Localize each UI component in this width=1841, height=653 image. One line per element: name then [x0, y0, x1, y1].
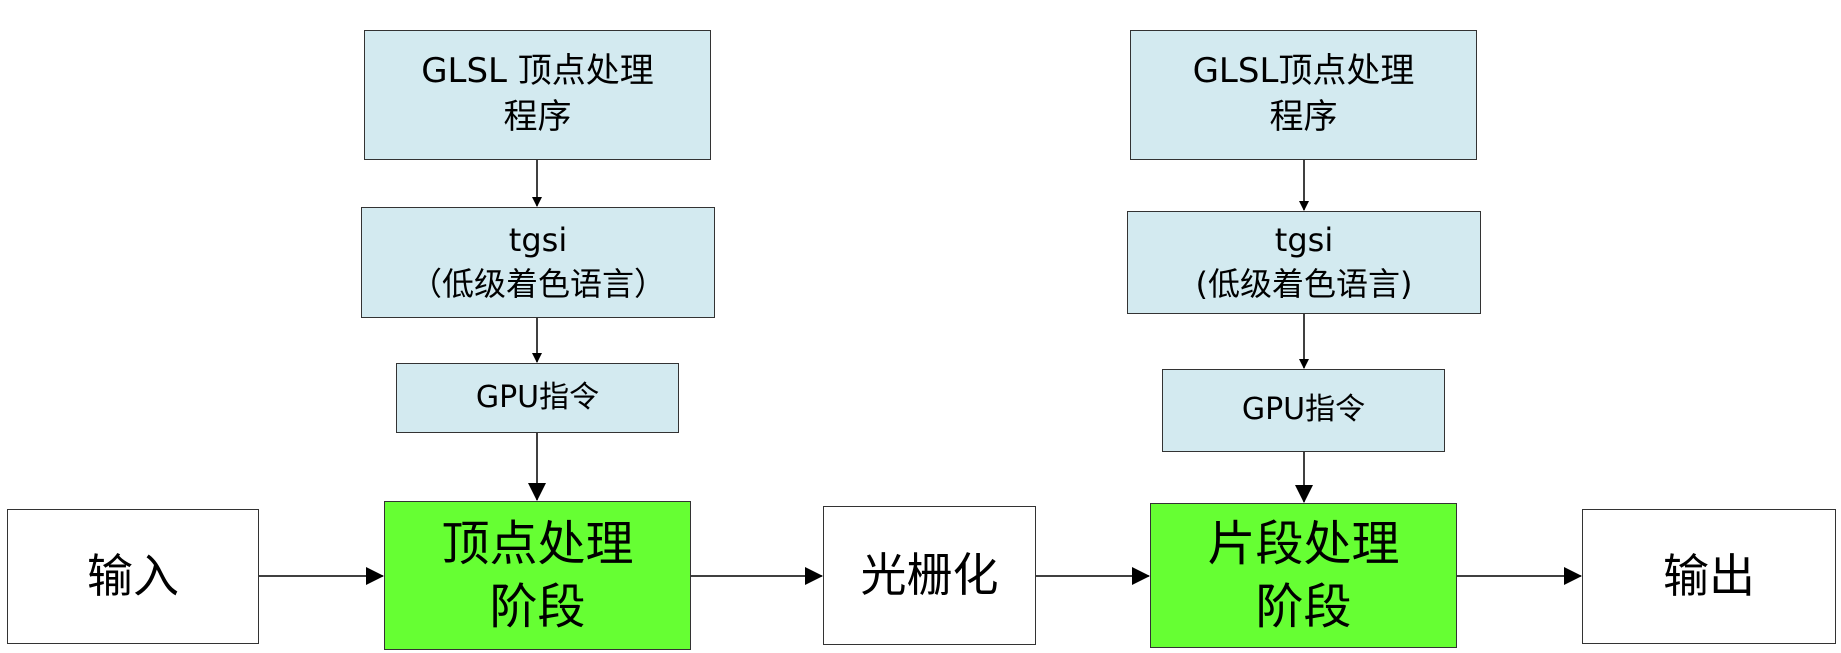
box-text-line: 光栅化: [860, 548, 999, 603]
output-box: 输出: [1582, 509, 1836, 644]
glsl-vertex-program-box-right: GLSL顶点处理 程序: [1130, 30, 1477, 160]
box-text-line: tgsi: [1274, 221, 1334, 260]
box-text-line: (低级着色语言): [1195, 264, 1413, 303]
box-text-line: GLSL顶点处理: [1192, 51, 1415, 92]
box-text-line: 输入: [87, 549, 179, 604]
gpu-instructions-box-left: GPU指令: [396, 363, 679, 433]
box-text-line: 阶段: [1255, 578, 1352, 635]
vertex-processing-stage-box: 顶点处理 阶段: [384, 501, 691, 650]
box-text-line: （低级着色语言）: [409, 264, 666, 303]
box-text-line: 顶点处理: [441, 516, 634, 573]
box-text-line: 程序: [1269, 97, 1338, 137]
rasterization-box: 光栅化: [823, 506, 1036, 645]
box-text-line: GLSL 顶点处理: [421, 51, 654, 92]
tgsi-box-left: tgsi （低级着色语言）: [361, 207, 715, 318]
box-text-line: 程序: [503, 97, 572, 137]
gpu-instructions-box-right: GPU指令: [1162, 369, 1445, 452]
glsl-vertex-program-box-left: GLSL 顶点处理 程序: [364, 30, 711, 160]
box-text-line: GPU指令: [475, 379, 600, 415]
input-box: 输入: [7, 509, 259, 644]
tgsi-box-right: tgsi (低级着色语言): [1127, 211, 1481, 314]
fragment-processing-stage-box: 片段处理 阶段: [1150, 503, 1457, 648]
box-text-line: tgsi: [508, 221, 568, 260]
box-text-line: GPU指令: [1241, 392, 1366, 428]
box-text-line: 阶段: [489, 578, 586, 635]
box-text-line: 片段处理: [1207, 516, 1400, 573]
box-text-line: 输出: [1663, 549, 1755, 604]
